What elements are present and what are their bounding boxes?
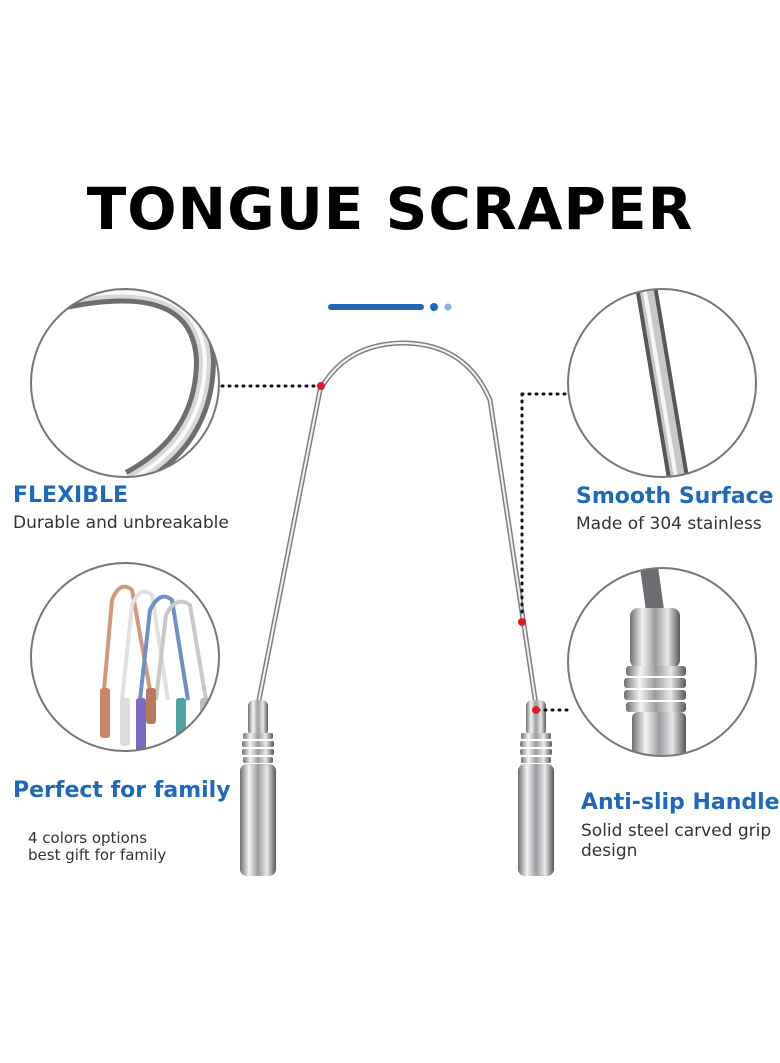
feature-desc-anti-slip-line-2: design <box>581 841 638 861</box>
feature-title-flexible: FLEXIBLE <box>13 483 129 508</box>
page-title: TONGUE SCRAPER <box>86 175 694 243</box>
handle-grip <box>518 764 554 876</box>
feature-desc-family-line-1: 4 colors options <box>28 829 148 847</box>
callouts <box>220 382 570 714</box>
carousel-indicator <box>328 303 452 311</box>
handle-grip <box>240 764 276 876</box>
feature-desc-anti-slip-line-1: Solid steel carved grip <box>581 821 772 841</box>
feature-desc-smooth-surface: Made of 304 stainless <box>576 514 762 534</box>
smooth-surface-closeup <box>567 288 757 478</box>
feature-title-anti-slip: Anti-slip Handle <box>581 790 780 815</box>
marker-dot <box>518 618 526 626</box>
marker-dot <box>317 382 325 390</box>
feature-title-family: Perfect for family <box>13 778 231 803</box>
feature-desc-flexible: Durable and unbreakable <box>13 513 229 533</box>
feature-desc-family-line-2: best gift for family <box>28 846 167 864</box>
color-options-closeup <box>30 562 220 752</box>
handle-neck <box>248 700 268 736</box>
anti-slip-handle-closeup <box>567 567 757 757</box>
tongue-scraper-image <box>240 340 554 876</box>
indicator-dot <box>444 303 452 311</box>
feature-title-smooth-surface: Smooth Surface <box>576 484 774 509</box>
flexible-closeup <box>30 288 220 478</box>
marker-dot <box>532 706 540 714</box>
handle-neck <box>526 700 546 736</box>
indicator-dot <box>430 303 438 311</box>
indicator-bar <box>328 304 424 310</box>
